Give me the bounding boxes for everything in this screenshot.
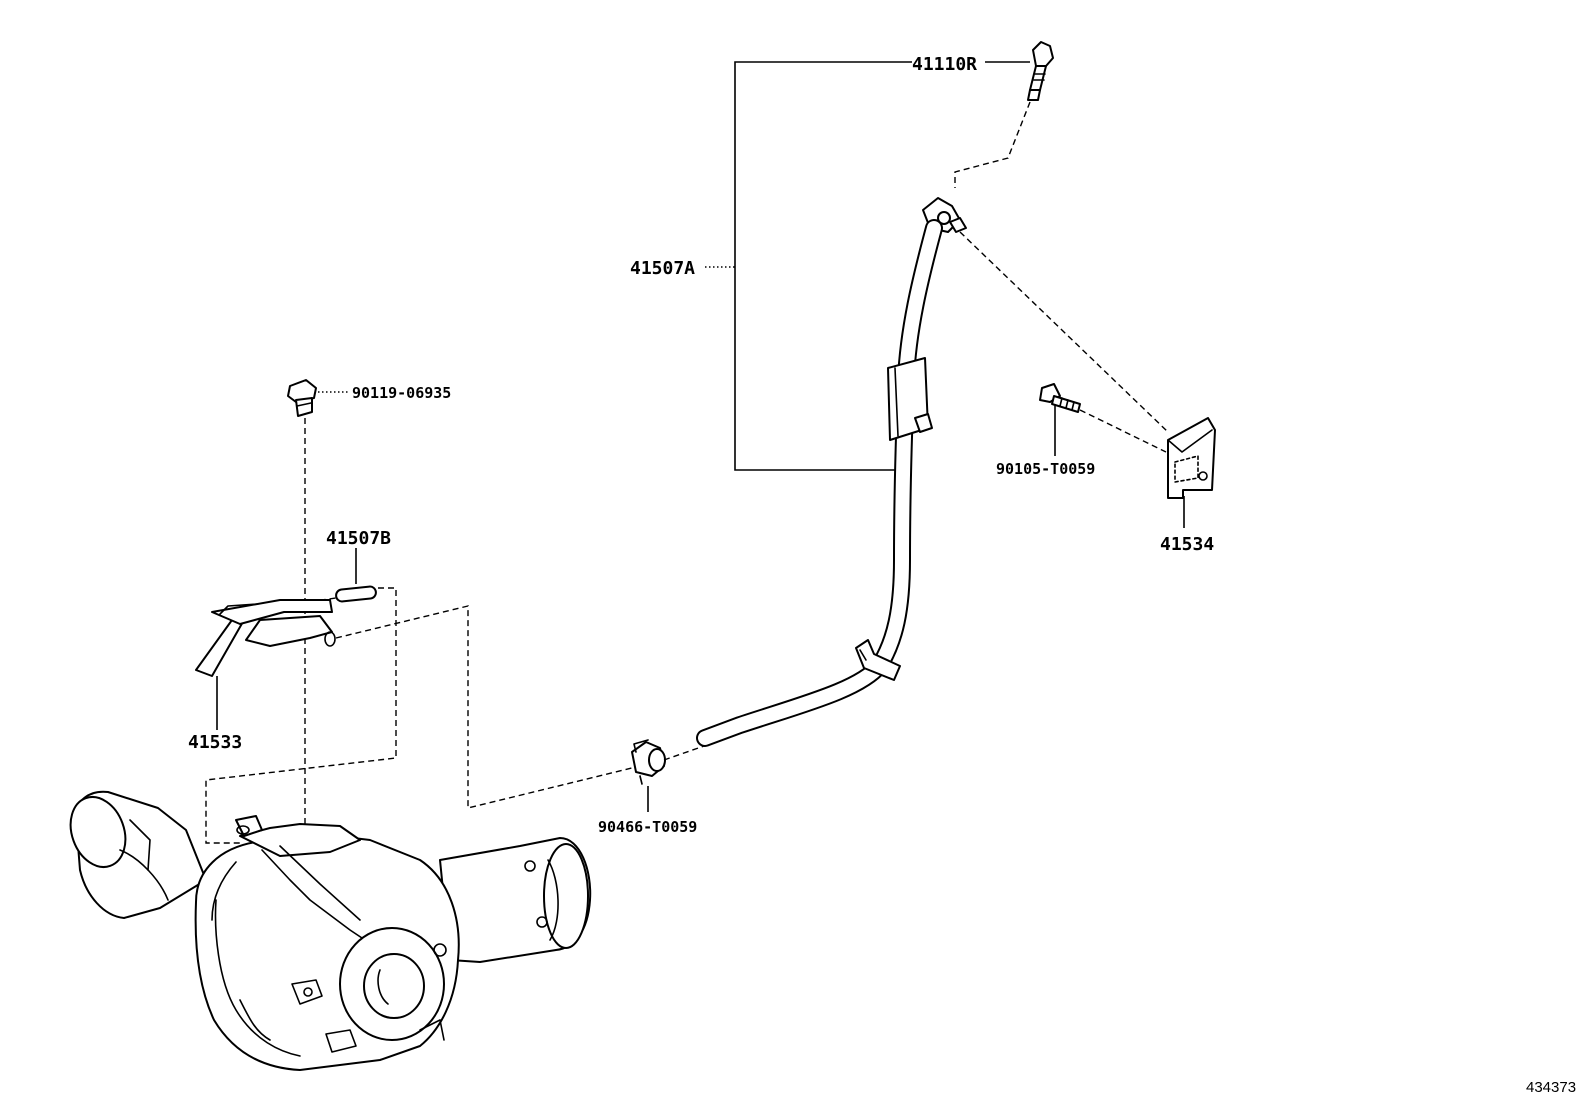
diagram-reference-number: 434373: [1526, 1079, 1576, 1096]
bracket-41534[interactable]: [1167, 417, 1216, 499]
label-90466-t0059: 90466-T0059: [598, 818, 697, 836]
label-41110r: 41110R: [912, 54, 977, 75]
label-41507b: 41507B: [326, 528, 391, 549]
label-90105-t0059: 90105-T0059: [996, 460, 1095, 478]
hose-41507b[interactable]: [335, 585, 377, 603]
label-41507a: 41507A: [630, 258, 695, 279]
label-41533: 41533: [188, 732, 242, 753]
leader-41507a-bracket: [705, 61, 1030, 471]
differential-housing: [69, 790, 592, 1071]
bolt-90119-06935[interactable]: [287, 379, 317, 417]
clip-90466-t0059[interactable]: [631, 739, 666, 785]
bracket-41533[interactable]: [195, 599, 336, 677]
bolt-90105-t0059[interactable]: [1039, 383, 1081, 413]
breather-plug-41110r[interactable]: [1027, 41, 1054, 101]
breather-hose-41507a[interactable]: [696, 197, 967, 747]
label-41534: 41534: [1160, 534, 1214, 555]
label-90119-06935: 90119-06935: [352, 384, 451, 402]
